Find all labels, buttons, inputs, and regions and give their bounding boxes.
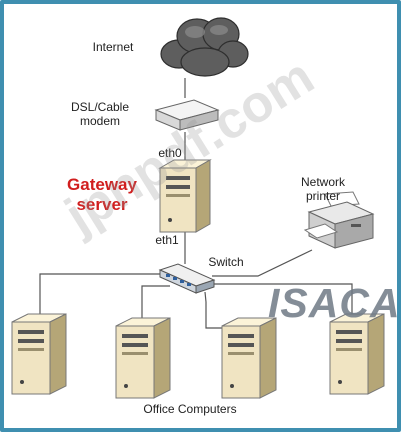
printer-icon: [303, 191, 375, 249]
computer-icon: [115, 317, 171, 399]
line-switch-pc1: [39, 273, 175, 318]
isaca-logo: ISACA: [268, 280, 401, 326]
line-switch-pc4: [210, 283, 353, 318]
computer-icon: [221, 317, 277, 399]
printer-label: Network printer: [300, 175, 345, 203]
gateway-label: Gateway server: [67, 175, 137, 214]
line-switch-pc3: [204, 291, 224, 329]
switch-label: Switch: [208, 255, 244, 269]
line-switch-pc2: [141, 285, 170, 322]
modem-label: DSL/Cable modem: [70, 100, 130, 128]
modem-icon: [154, 99, 220, 131]
server-icon: [158, 159, 212, 233]
internet-label: Internet: [92, 40, 134, 54]
computer-icon: [11, 313, 67, 395]
eth0-label: eth0: [158, 146, 182, 160]
office-computers-label: Office Computers: [143, 402, 237, 416]
computer-icon: [329, 313, 385, 395]
switch-icon: [158, 263, 216, 294]
line-switch-printer: [212, 249, 313, 277]
eth1-label: eth1: [155, 233, 179, 247]
cloud-icon: [160, 17, 249, 77]
